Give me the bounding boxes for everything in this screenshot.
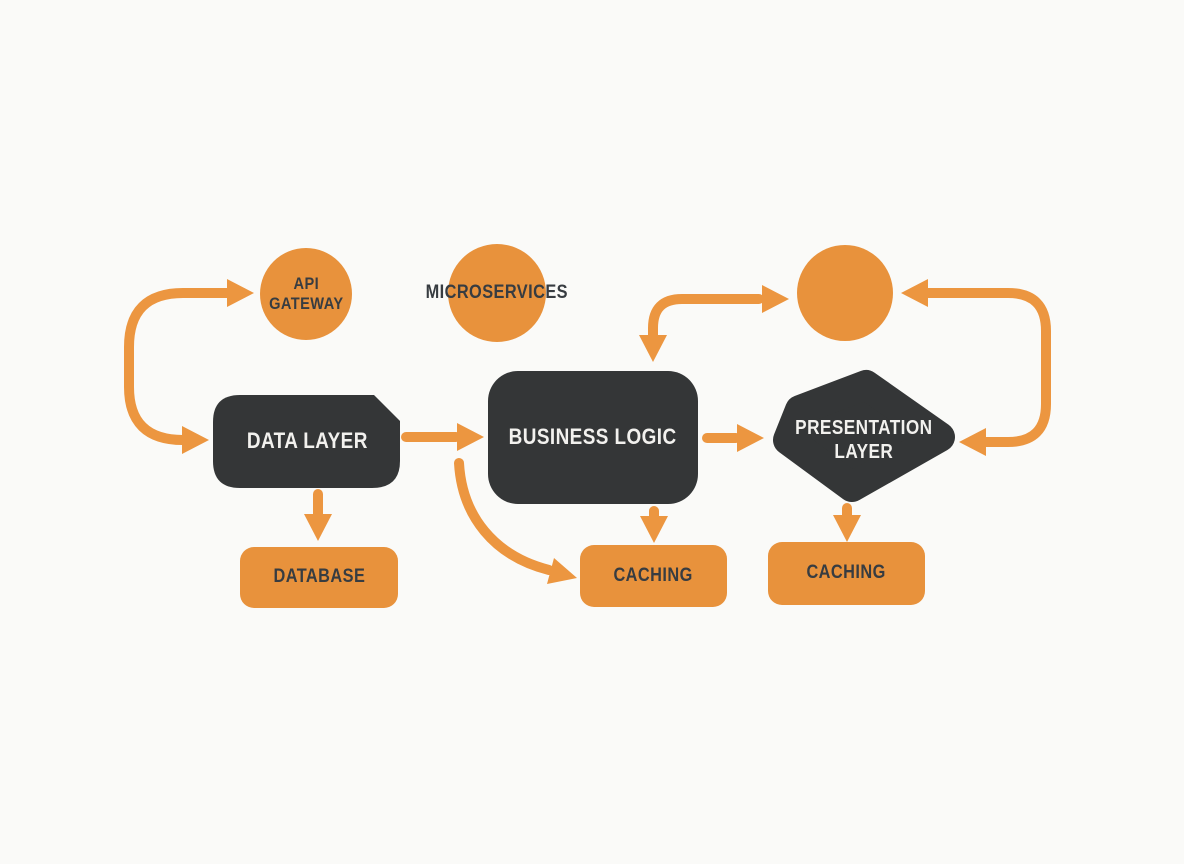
caching-left-label: CACHING: [613, 564, 693, 586]
arrowhead-data-to-caching: [547, 558, 577, 584]
database-shape: [240, 547, 398, 608]
caching-left-shape: [580, 545, 727, 607]
arrowhead-into-presentation: [959, 428, 986, 456]
arrow-left-loop: [124, 288, 248, 445]
business-logic-label: BUSINESS LOGIC: [509, 423, 677, 449]
arrowhead-data-to-business: [457, 423, 484, 451]
presentation-layer-shape: [773, 370, 955, 502]
data-layer-label: DATA LAYER: [246, 427, 368, 453]
arrowhead-into-circle-left: [762, 285, 789, 313]
business-logic-shape: [488, 371, 698, 504]
api-gateway-circle: [260, 248, 352, 340]
arrowhead-business-to-caching: [640, 516, 668, 543]
unlabeled-circle: [797, 245, 893, 341]
arrowhead-into-circle-right: [901, 279, 928, 307]
microservices-label: MICROSERVICES: [425, 281, 569, 303]
caching-right-shape: [768, 542, 925, 605]
arrowhead-data-to-database: [304, 514, 332, 541]
caching-right-label: CACHING: [806, 561, 886, 583]
arrowhead-business-to-presentation: [737, 424, 764, 452]
database-label: DATABASE: [273, 565, 365, 587]
api-gateway-label: API GATEWAY: [268, 273, 344, 313]
microservices-circle: [448, 244, 546, 342]
arrow-right-loop: [908, 288, 1051, 447]
arrowhead-into-data-layer: [182, 426, 209, 454]
arrowhead-into-api-gateway: [227, 279, 254, 307]
presentation-layer-label: PRESENTATION LAYER: [795, 417, 933, 463]
data-layer-shape: [213, 395, 400, 488]
arrowhead-presentation-to-caching: [833, 515, 861, 542]
arrow-business-circle-loop: [648, 294, 764, 353]
arrow-data-to-caching-curve: [454, 458, 554, 575]
arrowhead-into-business-logic-top: [639, 335, 667, 362]
